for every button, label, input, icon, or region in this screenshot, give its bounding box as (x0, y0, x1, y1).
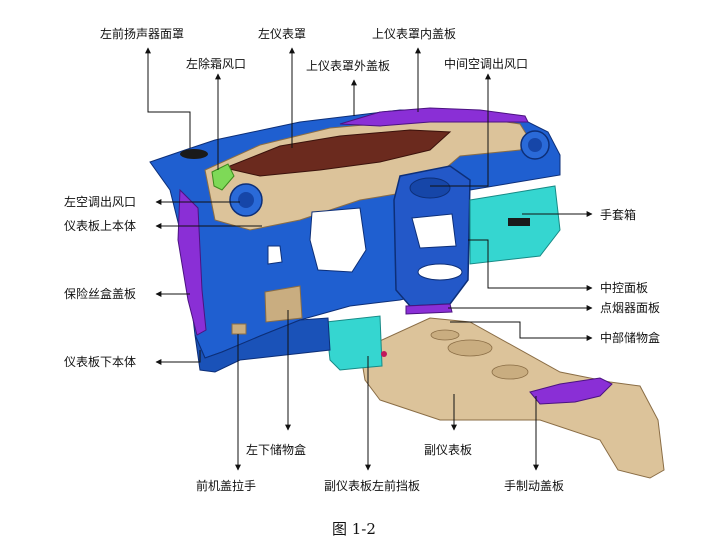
ip-hole (267, 245, 283, 265)
leader-lower-body (155, 350, 201, 365)
console-body (359, 317, 665, 479)
label-left-ac-vent: 左空调出风口 (64, 194, 136, 209)
console-cupholder (447, 339, 493, 357)
label-left-instrument-cover: 左仪表罩 (258, 26, 306, 41)
label-center-storage-box: 中部储物盒 (600, 330, 660, 345)
leader-control-panel (468, 239, 593, 291)
label-left-lower-storage-box: 左下储物盒 (246, 442, 306, 457)
dashboard-illustration (149, 107, 665, 479)
label-upper-cover-inner-panel: 上仪表罩内盖板 (372, 27, 456, 41)
label-upper-cover-outer-panel: 上仪表罩外盖板 (306, 59, 390, 73)
label-console-left-front-baffle: 副仪表板左前挡板 (324, 478, 420, 493)
right-vent-core (528, 138, 542, 152)
hood-release-shape (231, 323, 247, 335)
label-hood-release-handle: 前机盖拉手 (196, 478, 256, 493)
lighter-panel-shape (405, 303, 453, 315)
left-vent-core (238, 192, 254, 208)
center-vent-shape (409, 177, 451, 199)
label-ip-upper-body: 仪表板上本体 (64, 219, 136, 233)
console-button (381, 351, 387, 357)
handbrake-cover-shape (529, 377, 613, 405)
center-display-opening (411, 213, 457, 249)
ip-lower-body-shape (194, 317, 331, 373)
upper-cover-inner-shape (223, 129, 452, 177)
console-cupholder-2 (491, 364, 529, 380)
center-slot (417, 263, 463, 281)
leader-speaker (145, 47, 191, 148)
figure-caption: 图 1-2 (332, 520, 376, 538)
label-center-control-panel: 中控面板 (600, 280, 648, 295)
label-fuse-box-cover: 保险丝盒盖板 (64, 286, 136, 301)
lower-storage-shape (264, 285, 303, 323)
label-left-defrost-vent: 左除霜风口 (186, 56, 246, 71)
label-ip-lower-body: 仪表板下本体 (64, 355, 136, 369)
leader-lines (145, 47, 593, 471)
console-tray (430, 329, 460, 341)
leader-center-vent (430, 73, 491, 187)
label-console: 副仪表板 (424, 443, 472, 457)
label-left-front-speaker-grille: 左前扬声器面罩 (100, 26, 184, 41)
ip-cutout (309, 207, 367, 273)
label-cigarette-lighter-panel: 点烟器面板 (600, 301, 660, 315)
leader-center-storage (450, 321, 593, 341)
label-glove-box: 手套箱 (600, 207, 636, 222)
glove-box-latch (508, 218, 530, 226)
labels: 左前扬声器面罩 左仪表罩 上仪表罩内盖板 左除霜风口 上仪表罩外盖板 中间空调出… (64, 26, 660, 538)
label-handbrake-cover: 手制动盖板 (504, 479, 564, 493)
defrost-vent-shape (211, 163, 235, 191)
speaker-grille-shape (180, 149, 208, 159)
label-center-ac-vent: 中间空调出风口 (444, 56, 528, 71)
console-baffle-shape (325, 315, 383, 371)
upper-cover-outer-shape (339, 107, 529, 127)
